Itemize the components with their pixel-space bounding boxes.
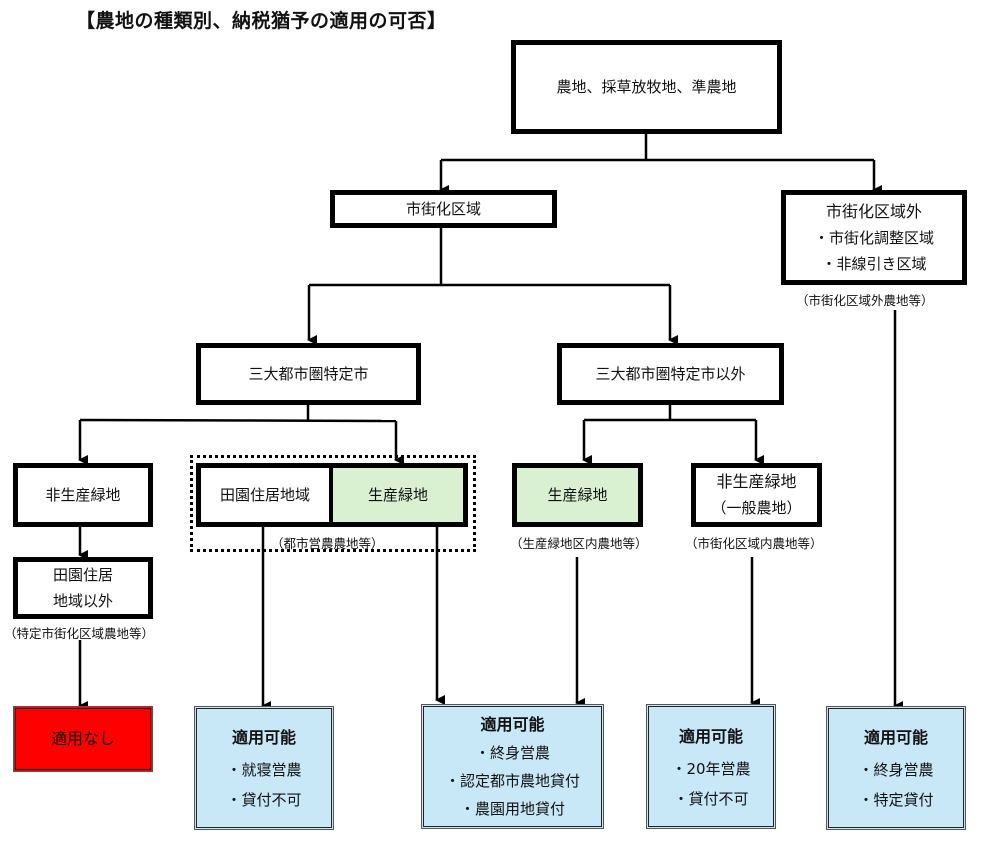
node-rural-residential: 田園住居地域 [196,463,332,527]
node-big3-green: 生産緑地 [330,463,468,527]
result-item: ・貸付不可 [226,791,302,809]
result-head: 適用なし [50,729,115,748]
node-non-urban-head: 市街化区域外 [825,201,922,221]
node-other-non-green-head: 非生産緑地 [716,472,797,491]
result-head: 適用可能 [231,728,296,747]
node-other-non-green-note: （市街化区域内農地等） [685,536,823,551]
node-big3-non-green-label: 非生産緑地 [45,486,121,504]
node-root-label: 農地、採草放牧地、準農地 [556,78,737,96]
node-big3: 三大都市圏特定市 [196,343,421,405]
result-item: ・終身営農 [858,761,934,779]
node-other-non-green-sub: （一般農地） [711,499,802,517]
node-urban: 市街化区域 [330,190,557,228]
group-urban-farming-note: （都市営農農地等） [271,536,384,551]
result-head: 適用可能 [480,714,545,734]
node-rural-outside-line: 地域以外 [52,592,113,610]
node-not-big3: 三大都市圏特定市以外 [557,343,784,405]
result-item: ・20年営農 [671,759,751,778]
result-item: ・終身営農 [474,743,550,762]
result-item: ・認定都市農地貸付 [444,771,580,790]
page-title: 【農地の種類別、納税猶予の適用の可否】 [76,10,447,32]
node-other-non-green: 非生産緑地 （一般農地） [691,463,822,527]
result-not-applicable: 適用なし [13,706,153,772]
result-item: ・貸付不可 [673,789,749,808]
result-applicable-4: 適用可能 ・終身営農 ・特定貸付 [826,706,966,830]
node-other-green-label: 生産緑地 [547,486,608,504]
node-rural-residential-label: 田園住居地域 [219,486,310,504]
group-urban-farming [190,455,476,552]
node-other-green-note: （生産緑地区内農地等） [510,536,648,551]
node-big3-green-label: 生産緑地 [367,486,428,504]
result-head: 適用可能 [678,726,743,746]
node-urban-label: 市街化区域 [405,200,481,218]
result-applicable-3: 適用可能 ・20年営農 ・貸付不可 [646,704,776,829]
node-non-urban-item: ・市街化調整区域 [813,228,934,247]
result-item: ・特定貸付 [858,791,934,809]
node-big3-non-green: 非生産緑地 [13,463,153,527]
connector-big3-hbar [79,418,397,423]
node-rural-outside: 田園住居 地域以外 [13,557,153,619]
node-big3-label: 三大都市圏特定市 [248,365,369,383]
node-not-big3-label: 三大都市圏特定市以外 [595,365,746,383]
result-head: 適用可能 [863,728,928,747]
result-applicable-2: 適用可能 ・終身営農 ・認定都市農地貸付 ・農園用地貸付 [421,704,604,829]
result-applicable-1: 適用可能 ・就寝営農 ・貸付不可 [194,706,334,830]
node-rural-outside-line: 田園住居 [52,566,113,584]
node-non-urban: 市街化区域外 ・市街化調整区域 ・非線引き区域 [781,190,967,285]
node-other-green: 生産緑地 [512,463,643,527]
node-non-urban-item: ・非線引き区域 [821,254,927,273]
node-rural-outside-note: （特定市街化区域農地等） [4,626,155,641]
node-non-urban-note: （市街化区域外農地等） [796,293,934,308]
node-root: 農地、採草放牧地、準農地 [511,40,782,134]
result-item: ・農園用地貸付 [459,799,565,818]
result-item: ・就寝営農 [226,761,302,779]
